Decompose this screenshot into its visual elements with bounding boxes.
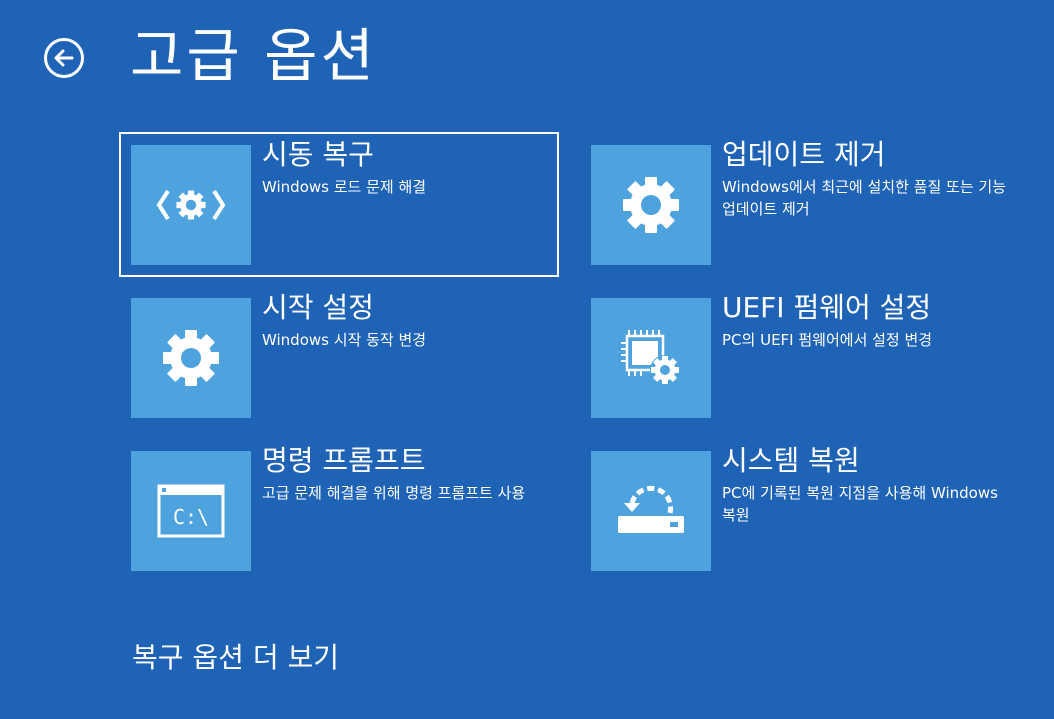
option-system-restore[interactable]: 시스템 복원 PC에 기록된 복원 지점을 사용해 Windows 복원: [579, 438, 1019, 583]
command-prompt-icon: C:\: [157, 484, 225, 538]
system-restore-icon: [618, 485, 684, 533]
gear-icon: [623, 177, 679, 233]
option-description: PC에 기록된 복원 지점을 사용해 Windows 복원: [722, 484, 998, 524]
startup-repair-icon: [156, 189, 226, 221]
prompt-text: C:\: [173, 505, 209, 529]
option-title: 시스템 복원: [722, 444, 860, 477]
option-uninstall-updates[interactable]: 업데이트 제거 Windows에서 최근에 설치한 품질 또는 기능 업데이트 …: [579, 132, 1019, 277]
option-title: 업데이트 제거: [722, 138, 886, 171]
option-title: UEFI 펌웨어 설정: [722, 291, 932, 324]
page-title: 고급 옵션: [130, 22, 377, 90]
chip-gear-icon: [621, 330, 680, 385]
option-description: Windows 로드 문제 해결: [262, 178, 427, 196]
more-recovery-options-link[interactable]: 복구 옵션 더 보기: [132, 641, 340, 674]
back-button[interactable]: [44, 38, 84, 78]
option-command-prompt[interactable]: C:\ 명령 프롬프트 고급 문제 해결을 위해 명령 프롬프트 사용: [119, 438, 559, 583]
option-startup-settings[interactable]: 시작 설정 Windows 시작 동작 변경: [119, 285, 559, 430]
option-uefi-firmware-settings[interactable]: UEFI 펌웨어 설정 PC의 UEFI 펌웨어에서 설정 변경: [579, 285, 1019, 430]
option-startup-repair[interactable]: 시동 복구 Windows 로드 문제 해결: [119, 132, 559, 277]
back-arrow-icon: [54, 49, 74, 67]
option-description: PC의 UEFI 펌웨어에서 설정 변경: [722, 331, 933, 349]
option-description: Windows에서 최근에 설치한 품질 또는 기능 업데이트 제거: [722, 178, 1006, 218]
gear-icon: [163, 330, 219, 386]
option-description: 고급 문제 해결을 위해 명령 프롬프트 사용: [262, 484, 526, 502]
option-title: 시동 복구: [262, 138, 374, 171]
option-title: 시작 설정: [262, 291, 374, 324]
option-description: Windows 시작 동작 변경: [262, 331, 427, 349]
option-title: 명령 프롬프트: [262, 444, 426, 477]
